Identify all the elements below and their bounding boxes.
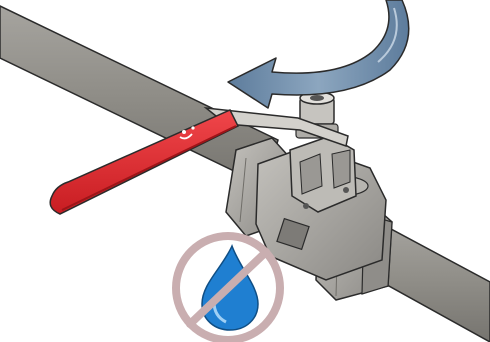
no-water-flow-icon (176, 236, 280, 340)
curved-arrow-icon (228, 0, 409, 108)
valve-mounting-pad (290, 136, 356, 212)
